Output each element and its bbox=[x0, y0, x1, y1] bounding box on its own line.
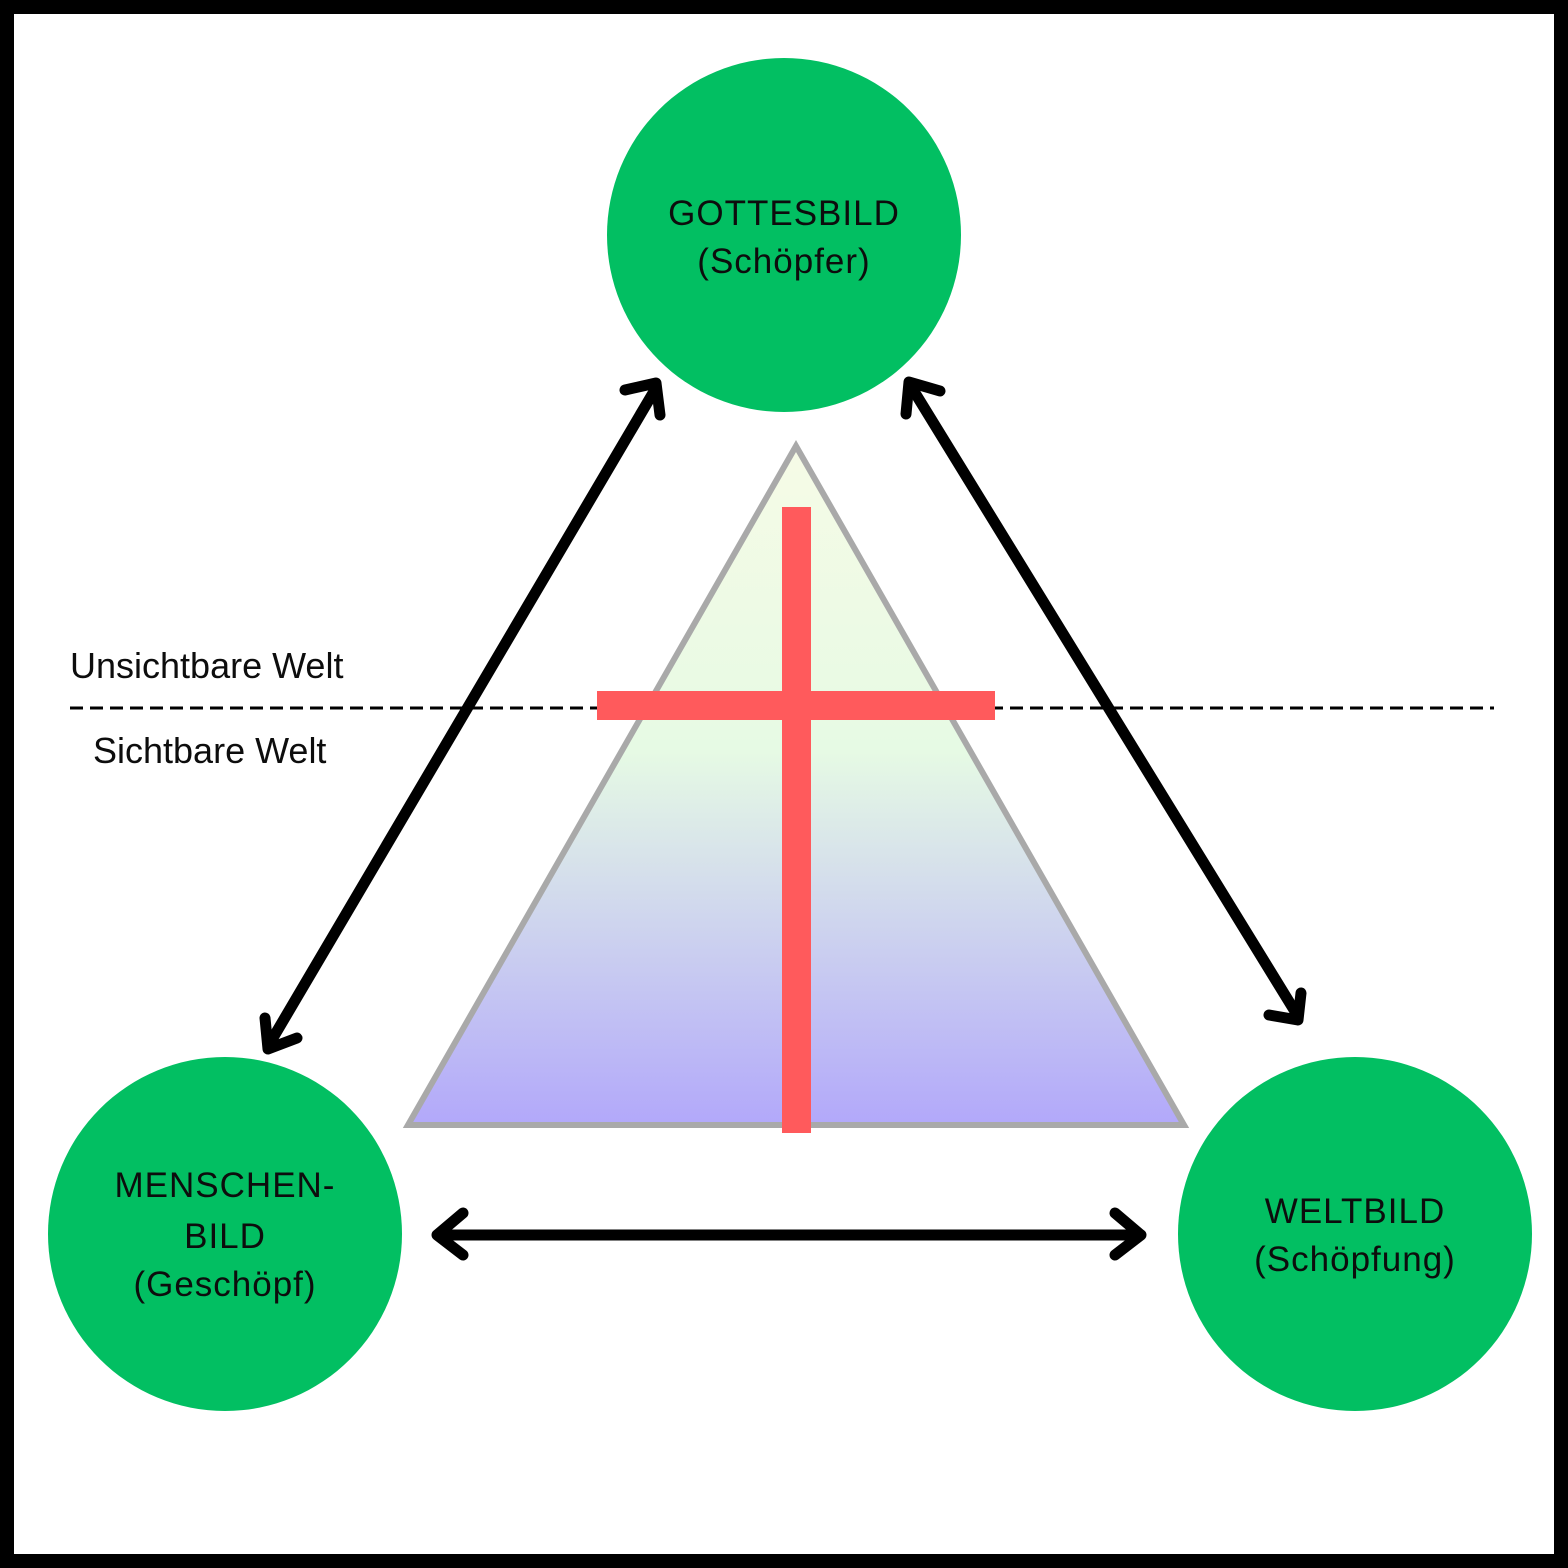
node-menschenbild-subtitle: (Geschöpf) bbox=[133, 1265, 316, 1304]
arrows bbox=[259, 376, 1307, 1261]
arrow-top-left-head-top bbox=[619, 377, 666, 421]
arrow-top-right-head-top bbox=[900, 376, 946, 420]
arrow-top-left-shaft bbox=[264, 382, 662, 1049]
node-gottesbild-circle bbox=[607, 58, 961, 412]
node-menschenbild: MENSCHEN- BILD (Geschöpf) bbox=[48, 1057, 402, 1411]
node-menschenbild-title-line2: BILD bbox=[184, 1217, 266, 1256]
cross-vertical-beam bbox=[782, 507, 811, 1133]
node-gottesbild-title: GOTTESBILD bbox=[668, 194, 900, 233]
arrow-top-left-head-bottom bbox=[259, 1012, 303, 1055]
node-gottesbild: GOTTESBILD (Schöpfer) bbox=[607, 58, 961, 412]
arrow-bottom-head-left bbox=[431, 1207, 469, 1261]
node-weltbild: WELTBILD (Schöpfung) bbox=[1178, 1057, 1532, 1411]
node-weltbild-subtitle: (Schöpfung) bbox=[1254, 1240, 1456, 1279]
invisible-world-label: Unsichtbare Welt bbox=[70, 645, 343, 686]
arrow-top-right-shaft bbox=[906, 382, 1302, 1019]
cross-horizontal-beam bbox=[597, 691, 995, 720]
node-menschenbild-circle bbox=[48, 1057, 402, 1411]
node-menschenbild-title-line1: MENSCHEN- bbox=[115, 1166, 336, 1205]
node-weltbild-circle bbox=[1178, 1057, 1532, 1411]
node-gottesbild-subtitle: (Schöpfer) bbox=[697, 242, 870, 281]
arrow-bottom-head-right bbox=[1109, 1207, 1147, 1261]
visible-world-label: Sichtbare Welt bbox=[93, 730, 326, 771]
node-weltbild-title: WELTBILD bbox=[1265, 1192, 1445, 1231]
arrow-top-right-head-bottom bbox=[1263, 987, 1307, 1026]
